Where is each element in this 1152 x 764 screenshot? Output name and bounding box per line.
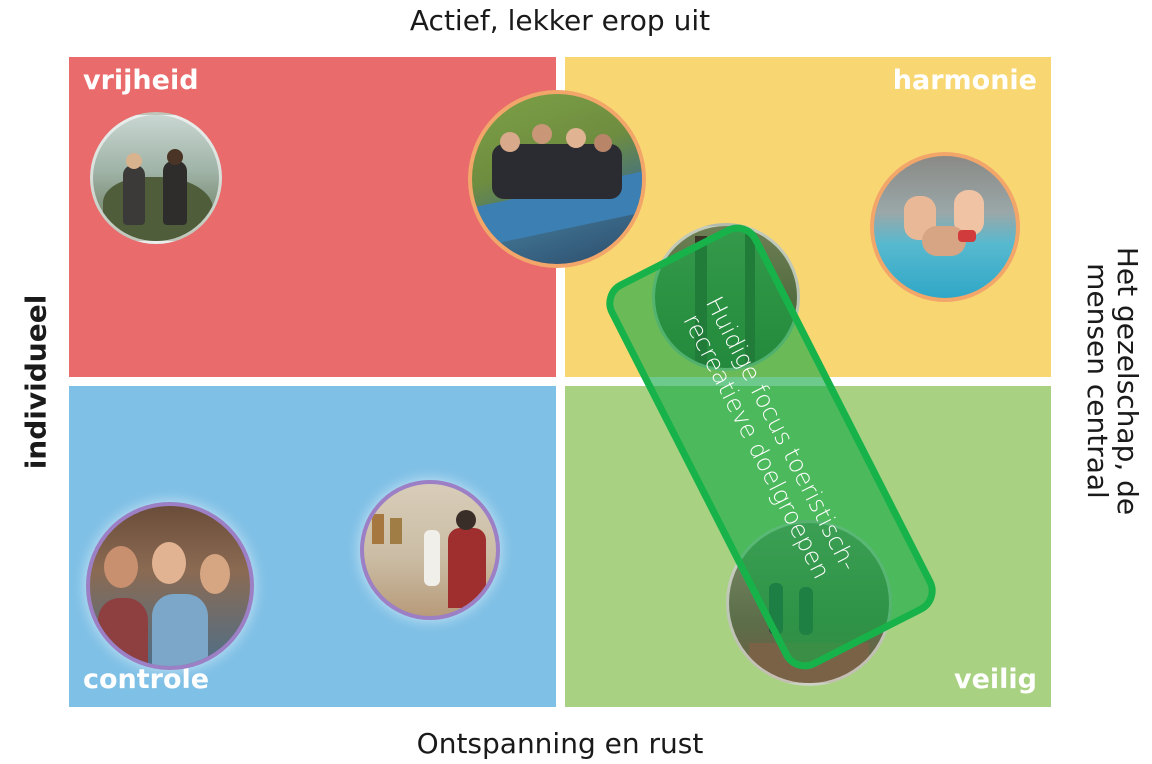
right-axis-label-line1: Het gezelschap, de	[1111, 246, 1144, 516]
rollercoaster-photo	[468, 90, 646, 268]
right-axis-label: Het gezelschap, de mensen centraal	[1081, 246, 1144, 516]
museum-visitors-photo	[360, 480, 500, 620]
right-axis-label-line2: mensen centraal	[1081, 263, 1114, 499]
friends-outdoors-photo	[90, 112, 222, 244]
quadrant-label-vrijheid: vrijheid	[83, 65, 199, 96]
bottom-axis-label: Ontspanning en rust	[416, 727, 704, 760]
top-axis-label: Actief, lekker erop uit	[409, 4, 711, 37]
quadrant-label-veilig: veilig	[953, 664, 1037, 695]
quadrant-label-controle: controle	[83, 664, 210, 695]
left-axis-label: individueel	[19, 294, 53, 470]
swimming-pool-photo	[870, 152, 1020, 302]
group-people-photo	[86, 502, 254, 670]
quadrant-label-harmonie: harmonie	[892, 65, 1037, 96]
